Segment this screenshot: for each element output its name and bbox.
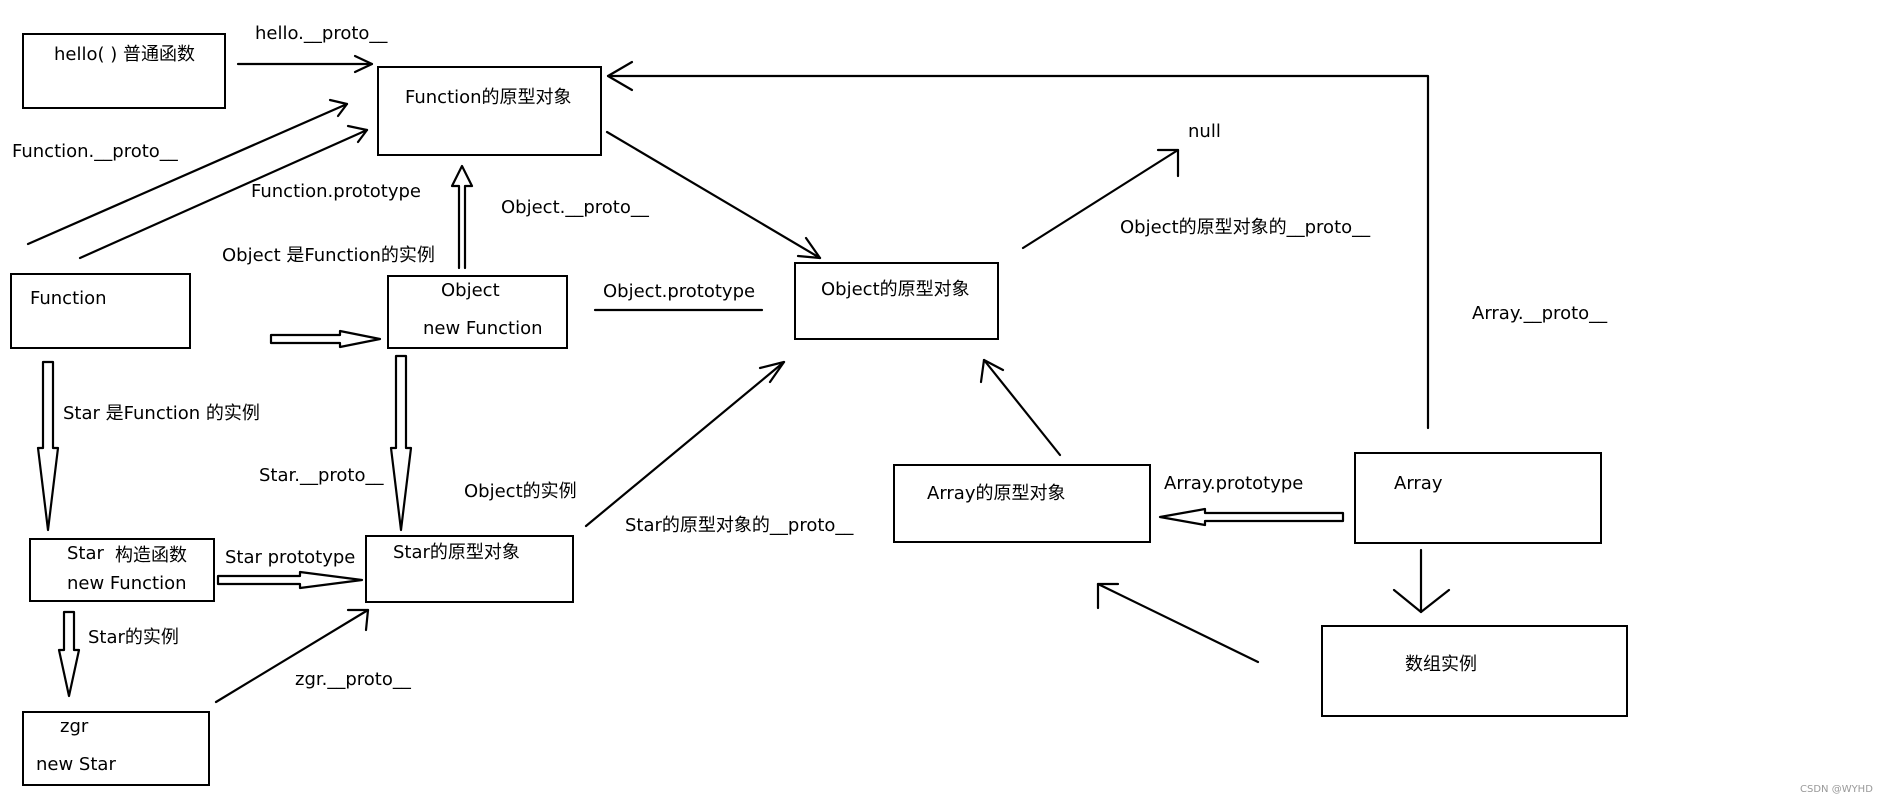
array-instance-label: 数组实例 <box>1405 654 1477 675</box>
label-zgr-dunder-proto: zgr.__proto__ <box>295 669 411 690</box>
object-box: Object new Function <box>387 275 568 349</box>
star-label-line3: new Function <box>67 573 187 594</box>
label-hello-proto: hello.__proto__ <box>255 23 388 44</box>
object-label-line2: new Function <box>423 318 543 339</box>
star-box: Star 构造函数 new Function <box>29 538 215 602</box>
array-proto-label: Array的原型对象 <box>927 483 1066 504</box>
function-proto-label: Function的原型对象 <box>405 87 572 108</box>
arrow-zgr-proto <box>214 608 370 704</box>
label-object-prototype: Object.prototype <box>603 281 756 302</box>
label-star-proto-dunder-proto: Star的原型对象的__proto__ <box>625 515 854 536</box>
arrow-function-prototype <box>78 124 369 260</box>
array-box: Array <box>1354 452 1602 544</box>
object-proto-box: Object的原型对象 <box>794 262 999 340</box>
function-label: Function <box>30 288 107 309</box>
label-star-prototype: Star prototype <box>225 547 356 568</box>
star-label-line1: Star <box>67 543 104 564</box>
arrow-function-to-star <box>36 360 60 532</box>
arrow-object-proto-to-null <box>1021 148 1180 250</box>
arrow-star-to-zgr <box>57 610 81 698</box>
arrow-function-proto-to-object-proto <box>605 130 822 260</box>
label-star-instance: Star的实例 <box>88 627 179 648</box>
label-object-dunder-proto: Object.__proto__ <box>501 197 649 218</box>
array-instance-box: 数组实例 <box>1321 625 1628 717</box>
arrow-array-prototype <box>1158 507 1345 527</box>
arrow-star-proto-to-object-proto <box>584 360 786 528</box>
array-label: Array <box>1394 473 1443 494</box>
label-object-proto-dunder-proto: Object的原型对象的__proto__ <box>1120 217 1371 238</box>
star-proto-label: Star的原型对象 <box>393 542 520 563</box>
arrow-array-proto-to-object-proto <box>979 358 1062 457</box>
label-array-prototype: Array.prototype <box>1164 473 1304 494</box>
watermark: CSDN @WYHD <box>1800 784 1873 795</box>
null-label: null <box>1188 121 1221 142</box>
arrow-hello-proto <box>236 54 374 74</box>
object-label-line1: Object <box>441 280 500 301</box>
star-proto-box: Star的原型对象 <box>365 535 574 603</box>
array-proto-box: Array的原型对象 <box>893 464 1151 543</box>
label-array-dunder-proto: Array.__proto__ <box>1472 303 1608 324</box>
hello-label: hello( ) 普通函数 <box>54 44 195 65</box>
function-proto-box: Function的原型对象 <box>377 66 602 156</box>
arrow-star-prototype <box>216 570 364 590</box>
arrow-function-dunder-proto <box>26 98 349 246</box>
arrow-function-to-object <box>269 329 382 349</box>
zgr-box: zgr new Star <box>22 711 210 786</box>
label-function-prototype: Function.prototype <box>251 181 422 202</box>
function-box: Function <box>10 273 191 349</box>
arrow-star-dunder-proto <box>389 354 413 532</box>
arrow-object-dunder-proto <box>450 164 474 270</box>
arrow-instance-to-array-proto <box>1096 582 1260 664</box>
object-proto-label: Object的原型对象 <box>821 279 970 300</box>
label-function-dunder-proto: Function.__proto__ <box>12 141 178 162</box>
label-object-is-instance: Object 是Function的实例 <box>222 245 435 266</box>
label-object-instance: Object的实例 <box>464 481 577 502</box>
star-label-line2: 构造函数 <box>115 545 187 566</box>
zgr-label-line1: zgr <box>60 716 89 737</box>
label-star-dunder-proto: Star.__proto__ <box>259 465 384 486</box>
arrow-array-to-instance <box>1392 548 1451 614</box>
hello-box: hello( ) 普通函数 <box>22 33 226 109</box>
label-star-is-instance: Star 是Function 的实例 <box>63 403 260 424</box>
arrow-array-dunder-proto <box>606 60 1430 430</box>
zgr-label-line2: new Star <box>36 754 116 775</box>
